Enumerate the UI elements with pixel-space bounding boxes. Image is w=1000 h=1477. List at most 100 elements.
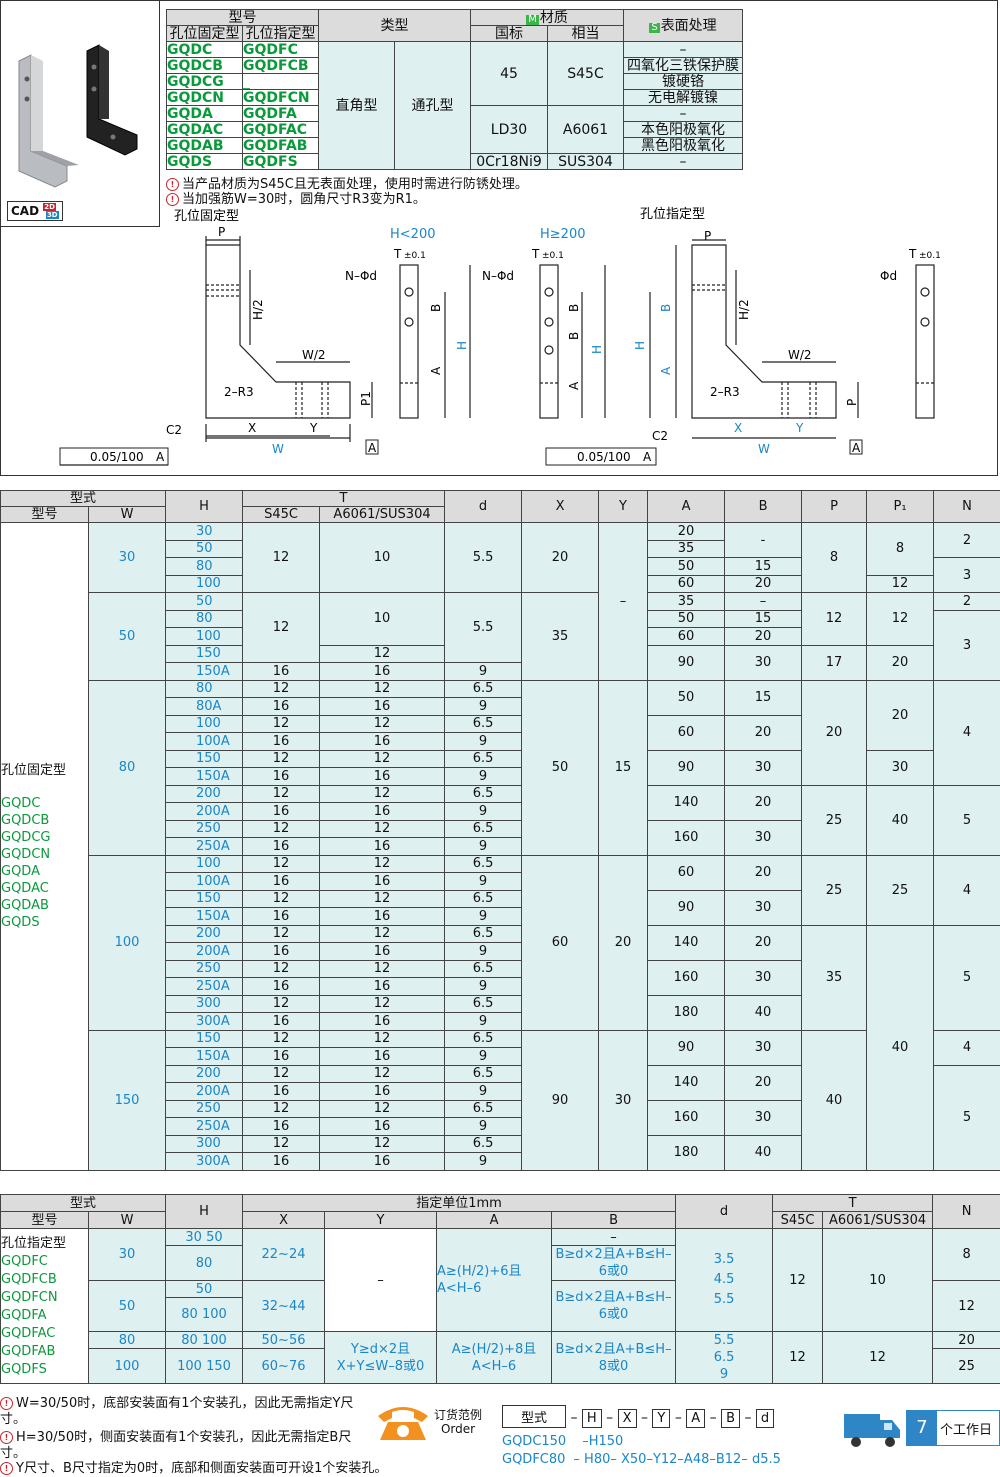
t2-cell: 12 xyxy=(319,1029,446,1048)
h-cell: 200 xyxy=(165,924,244,943)
h-Y: Y xyxy=(598,490,649,523)
cad-2d-icon: 2D xyxy=(43,203,56,211)
dim-tol: ±0.1 xyxy=(542,251,564,261)
h-cell: 250A xyxy=(165,1117,244,1136)
model-name: GQDFC xyxy=(1,1254,48,1269)
p-cell: 17 xyxy=(801,644,868,681)
h-H: H xyxy=(165,490,244,523)
h-cell: 100A xyxy=(165,732,244,751)
t-s45c-cell: 12 xyxy=(772,1331,824,1384)
b-cell: 20 xyxy=(724,784,803,821)
mat-cell: A6061 xyxy=(546,105,625,154)
days-label: 个工作日 xyxy=(940,1422,993,1438)
w-cell: 150 xyxy=(87,1029,167,1171)
t2-cell: 10 xyxy=(319,522,446,593)
note-icon: ! xyxy=(0,1397,13,1410)
chain-X: X xyxy=(617,1409,637,1428)
tol-datum-1: A xyxy=(156,450,165,464)
a-cell: 60 xyxy=(647,714,726,751)
dim-H2: H/2 xyxy=(251,299,265,320)
h-Y: Y xyxy=(324,1211,438,1229)
t2-cell: 12 xyxy=(319,749,446,768)
b-cell: 20 xyxy=(724,574,803,593)
t2-cell: 16 xyxy=(319,1117,446,1136)
model-name: GQDCB xyxy=(1,812,50,828)
x-cell: 32~44 xyxy=(242,1280,326,1332)
d-cell: 9 xyxy=(444,802,523,821)
h-P1: P₁ xyxy=(866,490,935,523)
note-icon: ! xyxy=(166,193,179,206)
d-cell: 6.5 xyxy=(444,749,523,768)
t1-cell: 16 xyxy=(242,977,321,996)
n-cell: 4 xyxy=(933,1029,1000,1066)
delivery-days-box: 7 个工作日 xyxy=(906,1410,1000,1446)
n-cell: 12 xyxy=(932,1280,1000,1332)
h-type: 类型 xyxy=(318,9,471,42)
y-cell: – xyxy=(598,522,649,681)
b-cell: 30 xyxy=(724,819,803,856)
x-cell: 50~56 xyxy=(242,1331,326,1349)
surf-cell: 黑色阳极氧化 xyxy=(623,137,744,154)
p-cell: 35 xyxy=(801,924,868,1031)
a-cell: A≥(H/2)+6且A<H–6 xyxy=(436,1228,553,1332)
h-fixed: 孔位固定型 xyxy=(166,25,243,42)
dim-P1: P1 xyxy=(359,391,373,406)
surf-cell: 本色阳极氧化 xyxy=(623,121,744,138)
h-cell: 150A xyxy=(165,767,244,786)
h-cell: 250A xyxy=(165,977,244,996)
cad-badge[interactable]: CAD 2D3D xyxy=(7,201,63,221)
dim-B: B xyxy=(567,332,581,340)
note-icon: ! xyxy=(166,178,179,191)
t1-cell: 16 xyxy=(242,1082,321,1101)
d-cell: 6.5 xyxy=(444,1134,523,1153)
h-cell: 150A xyxy=(165,907,244,926)
p1-cell: 40 xyxy=(866,784,935,856)
dim-T: T xyxy=(908,247,917,261)
n-cell: 2 xyxy=(933,592,1000,611)
dim-C2: C2 xyxy=(166,423,182,437)
h-P: P xyxy=(801,490,868,523)
dim-R3: 2–R3 xyxy=(224,385,254,399)
chain-H: H xyxy=(581,1409,602,1428)
h-s45c: S45C xyxy=(772,1211,824,1229)
t2-cell: 16 xyxy=(319,837,446,856)
a-cell: 140 xyxy=(647,924,726,961)
h-cell: 250A xyxy=(165,837,244,856)
h-cell: 80 100 xyxy=(165,1297,244,1332)
p1-cell: 12 xyxy=(866,592,935,646)
t2-cell: 16 xyxy=(319,942,446,961)
a-cell: 60 xyxy=(647,574,726,593)
h-cell: 50 xyxy=(165,1280,244,1298)
h-cell: 150 xyxy=(165,889,244,908)
t1-cell: 16 xyxy=(242,837,321,856)
a-cell: 90 xyxy=(647,1029,726,1066)
h-a6061: A6061/SUS304 xyxy=(319,506,446,523)
p-cell: 25 xyxy=(801,854,868,926)
a-cell: 50 xyxy=(647,609,726,628)
b-cell: 30 xyxy=(724,749,803,786)
x-cell: 20 xyxy=(521,522,600,593)
model-cell: GQDFCB xyxy=(242,57,319,74)
a-cell: 50 xyxy=(647,557,726,576)
h-cell: 300 xyxy=(165,1134,244,1153)
t2-cell: 12 xyxy=(319,854,446,873)
t1-cell: 12 xyxy=(242,889,321,908)
dim-H2: H/2 xyxy=(737,299,751,320)
model-name: GQDCN xyxy=(1,846,51,862)
fixed-type-title: 孔位固定型 xyxy=(174,209,239,224)
h-T: T xyxy=(242,490,446,507)
t1-cell: 12 xyxy=(242,592,321,663)
model-name: GQDA xyxy=(1,863,40,879)
h-cell: 80 xyxy=(165,679,244,698)
b-cell: B≥d×2且A+B≤H–6或0 xyxy=(551,1280,677,1332)
w-cell: 30 xyxy=(87,1228,167,1281)
n-cell: 2 xyxy=(933,522,1000,558)
model-name: GQDFCN xyxy=(1,1290,58,1305)
n-cell: 3 xyxy=(933,557,1000,593)
t1-cell: 12 xyxy=(242,819,321,838)
h-cell: 250 xyxy=(165,1099,244,1118)
model-cell: GQDS xyxy=(166,153,243,170)
